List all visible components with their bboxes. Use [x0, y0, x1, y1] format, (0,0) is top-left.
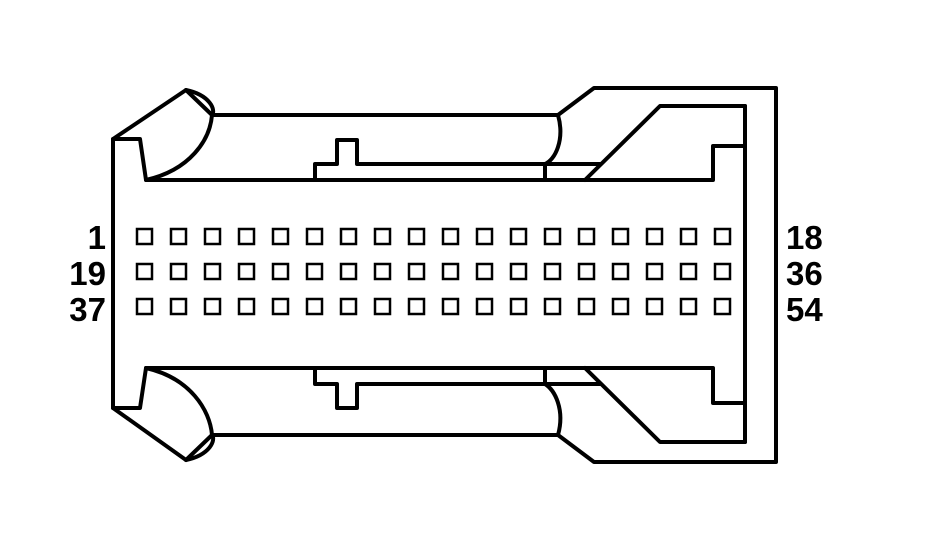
- upper-key-rail: [313, 138, 547, 182]
- pin-cavity: [169, 262, 188, 281]
- pin-cavity: [577, 297, 596, 316]
- lower-left-latch-curve: [184, 433, 216, 462]
- upper-shroud-diagonal: [583, 104, 747, 182]
- pin-cavity: [203, 227, 222, 246]
- pin-cavity: [713, 227, 732, 246]
- pin-cavity: [373, 262, 392, 281]
- pin-cavity: [611, 227, 630, 246]
- pin-cavity: [135, 227, 154, 246]
- pin-cavity: [475, 227, 494, 246]
- pin-cavity: [373, 297, 392, 316]
- label-row3-right: 54: [786, 291, 823, 328]
- pin-cavity: [543, 262, 562, 281]
- pin-cavity: [577, 262, 596, 281]
- lower-inner-rail: [144, 366, 747, 405]
- pin-cavity: [203, 262, 222, 281]
- pin-cavity: [271, 262, 290, 281]
- pin-cavity: [271, 297, 290, 316]
- pin-cavity: [611, 262, 630, 281]
- pin-cavity: [305, 227, 324, 246]
- pin-cavity: [475, 297, 494, 316]
- pin-cavity: [645, 262, 664, 281]
- pin-cavity: [577, 227, 596, 246]
- pin-cavity: [679, 262, 698, 281]
- label-row2-right: 36: [786, 255, 823, 292]
- pin-cavity: [339, 297, 358, 316]
- pin-cavity: [543, 227, 562, 246]
- upper-shroud-curve: [543, 113, 563, 166]
- pin-cavity: [339, 227, 358, 246]
- pin-cavity: [509, 297, 528, 316]
- pin-cavity: [441, 262, 460, 281]
- pin-cavity: [237, 297, 256, 316]
- lower-shroud-diagonal: [583, 366, 747, 444]
- lower-shroud-curve: [543, 382, 563, 437]
- upper-left-latch: [111, 113, 214, 182]
- pin-cavity: [509, 262, 528, 281]
- pin-cavity: [407, 227, 426, 246]
- label-row1-right: 18: [786, 219, 823, 256]
- pin-cavity: [373, 227, 392, 246]
- label-row3-left: 37: [69, 291, 106, 328]
- upper-left-latch-curve: [184, 88, 216, 117]
- connector-body: [111, 86, 778, 464]
- pin-grid: [135, 227, 732, 316]
- pin-cavity: [305, 297, 324, 316]
- pin-cavity: [509, 227, 528, 246]
- pin-cavity: [169, 297, 188, 316]
- lower-left-latch: [111, 366, 214, 437]
- pin-cavity: [237, 227, 256, 246]
- pin-cavity: [611, 297, 630, 316]
- pin-cavity: [271, 227, 290, 246]
- pin-cavity: [645, 227, 664, 246]
- pin-cavity: [135, 297, 154, 316]
- pin-cavity: [407, 262, 426, 281]
- label-row2-left: 19: [69, 255, 106, 292]
- pin-cavity: [169, 227, 188, 246]
- lower-key-rail: [313, 366, 547, 410]
- pin-cavity: [543, 297, 562, 316]
- pin-cavity: [407, 297, 426, 316]
- pin-cavity: [475, 262, 494, 281]
- pin-cavity: [135, 262, 154, 281]
- pin-cavity: [441, 297, 460, 316]
- pin-cavity: [713, 297, 732, 316]
- pin-cavity: [679, 227, 698, 246]
- upper-inner-rail: [144, 144, 747, 182]
- pin-cavity: [713, 262, 732, 281]
- label-row1-left: 1: [88, 219, 106, 256]
- pin-cavity: [679, 297, 698, 316]
- pin-cavity: [305, 262, 324, 281]
- pin-cavity: [645, 297, 664, 316]
- pin-cavity: [237, 262, 256, 281]
- pin-cavity: [441, 227, 460, 246]
- pin-cavity: [339, 262, 358, 281]
- pin-cavity: [203, 297, 222, 316]
